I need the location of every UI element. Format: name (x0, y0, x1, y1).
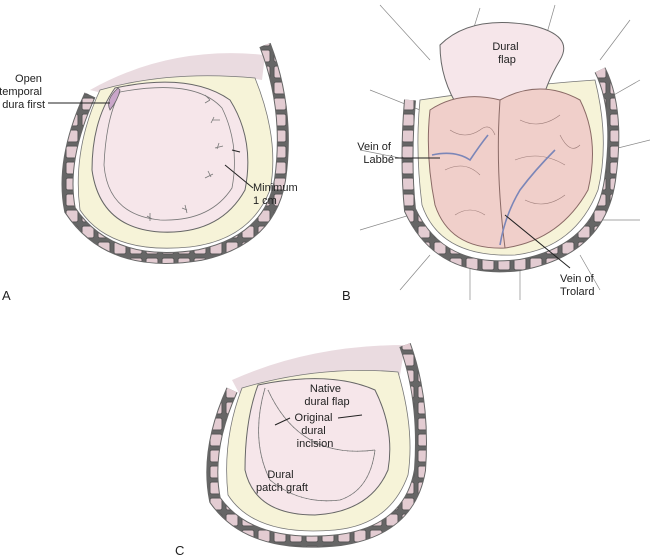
label-dural-patch-graft: Dural patch graft (256, 469, 308, 494)
label-native-dural-flap: Native dural flap (304, 383, 349, 408)
suture-lines (258, 387, 376, 502)
panel-a: Open temporal dura first Minimum 1 cm A (0, 42, 301, 303)
bone-edge-inner (207, 343, 426, 547)
label-open-temporal: Open temporal dura first (0, 73, 45, 111)
bone-edge-inner (402, 67, 619, 272)
sulci (444, 114, 581, 216)
label-vein-of-labbe: Vein of Labbé (357, 141, 394, 166)
leader-incision-right (337, 414, 363, 419)
distance-arrow (231, 149, 241, 153)
bone-edge-inner (62, 43, 288, 263)
leader-minimum (224, 164, 254, 189)
vein-of-trolard (499, 149, 556, 246)
dural-flap (439, 22, 565, 111)
vein-of-labbe (431, 134, 489, 162)
leader-incision-left (274, 417, 291, 426)
leader-trolard (504, 214, 571, 269)
dural-tack-marks (146, 94, 224, 221)
panel-label-c: C (175, 543, 184, 558)
label-dural-flap: Dural flap (492, 41, 521, 66)
dural-incision (103, 87, 235, 221)
brain-surface (427, 88, 593, 249)
label-original-dural-incision: Original dural incision (295, 412, 336, 450)
panel-label-b: B (342, 288, 351, 303)
label-vein-of-trolard: Vein of Trolard (560, 273, 597, 298)
temporal-dura-opening (108, 87, 121, 111)
panel-c: Native dural flap Original dural incisio… (175, 342, 427, 558)
panel-label-a: A (2, 288, 11, 303)
panel-b: Dural flap Vein of Labbé Vein of Trolard… (342, 4, 650, 303)
dura (91, 81, 249, 233)
label-minimum: Minimum 1 cm (253, 182, 301, 207)
